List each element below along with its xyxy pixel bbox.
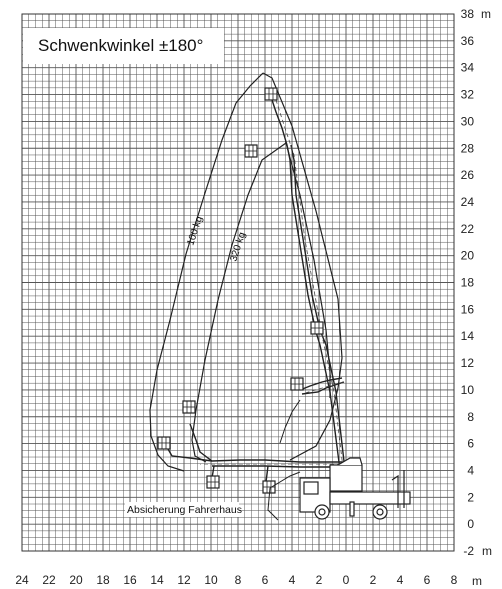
y-tick-label: 8 (467, 410, 474, 424)
x-tick-label: 0 (343, 573, 350, 587)
x-tick-label: 4 (289, 573, 296, 587)
platform-basket-icon (206, 475, 220, 489)
title-box (23, 28, 224, 64)
x-tick-label: 14 (150, 573, 164, 587)
y-tick-label: 28 (461, 141, 475, 155)
y-tick-label: 14 (461, 329, 475, 343)
y-tick-label: 4 (467, 463, 474, 477)
platform-basket-icon (264, 87, 278, 101)
boom-axis-dashed (200, 99, 355, 469)
x-tick-label: 6 (424, 573, 431, 587)
y-axis-unit-bottom: m (482, 544, 492, 558)
y-tick-label: 18 (461, 276, 475, 290)
platform-basket-icon (157, 436, 171, 450)
cab-safety-zone (267, 471, 301, 521)
inner-envelope-320kg (191, 142, 331, 463)
grid-border (21, 13, 455, 552)
y-tick-label: 20 (461, 249, 475, 263)
y-tick-label: -2 (463, 544, 474, 558)
x-tick-label: 12 (177, 573, 191, 587)
platform-baskets (157, 87, 324, 494)
x-tick-label: 22 (42, 573, 56, 587)
y-tick-label: 34 (461, 61, 475, 75)
truck (299, 457, 411, 520)
grid (21, 13, 455, 552)
x-axis-unit: m (472, 574, 482, 588)
y-axis-unit-top: m (481, 7, 491, 21)
x-tick-label: 20 (69, 573, 83, 587)
y-tick-label: 30 (461, 114, 475, 128)
y-tick-label: 36 (461, 34, 475, 48)
y-tick-label: 16 (461, 302, 475, 316)
y-tick-label: 24 (461, 195, 475, 209)
y-tick-label: 32 (461, 88, 475, 102)
x-tick-label: 18 (96, 573, 110, 587)
cab-safety-note: Absicherung Fahrerhaus (127, 504, 242, 516)
outer-envelope-100kg (149, 72, 343, 472)
x-tick-label: 10 (204, 573, 218, 587)
x-tick-label: 2 (370, 573, 377, 587)
y-tick-label: 6 (467, 437, 474, 451)
note-background (125, 502, 239, 517)
y-tick-label: 0 (467, 517, 474, 531)
boom-positions (167, 99, 355, 483)
x-tick-label: 8 (235, 573, 242, 587)
y-tick-label: 2 (467, 490, 474, 504)
y-tick-label: 26 (461, 168, 475, 182)
platform-basket-icon (262, 480, 276, 494)
x-tick-label: 24 (15, 573, 29, 587)
platform-basket-icon (290, 377, 304, 391)
x-tick-label: 6 (262, 573, 269, 587)
platform-basket-icon (182, 400, 196, 414)
platform-basket-icon (310, 321, 324, 335)
y-tick-label: 10 (461, 383, 475, 397)
y-tick-label: 22 (461, 222, 475, 236)
platform-basket-icon (244, 144, 258, 158)
diagram-title: Schwenkwinkel ±180° (38, 36, 203, 55)
y-tick-label: 38 (461, 7, 475, 21)
x-tick-label: 16 (123, 573, 137, 587)
x-tick-label: 8 (451, 573, 458, 587)
x-tick-label: 2 (316, 573, 323, 587)
x-tick-label: 4 (397, 573, 404, 587)
y-tick-label: 12 (461, 356, 475, 370)
